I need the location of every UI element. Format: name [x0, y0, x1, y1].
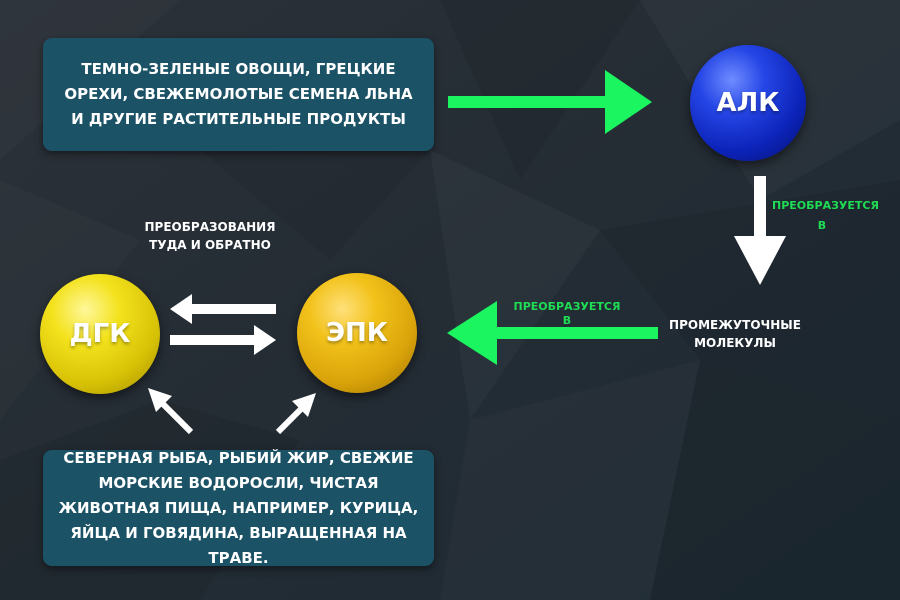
dgk-sphere: ДГК — [40, 274, 160, 394]
alk-sphere: АЛК — [690, 45, 806, 161]
converts-to-label-mid: Преобразуется в — [513, 300, 621, 327]
converts-to-label-top: Преобразуется в — [772, 199, 879, 232]
plant-sources-text: Темно-зеленые овощи, грецкие орехи, свеж… — [64, 60, 413, 128]
alk-label: АЛК — [716, 88, 780, 118]
intermediate-molecules-label: Промежуточные молекулы — [669, 318, 801, 350]
plant-sources-box: Темно-зеленые овощи, грецкие орехи, свеж… — [43, 38, 434, 151]
back-and-forth-label: Преобразования туда и обратно — [144, 220, 276, 252]
epk-sphere: ЭПК — [297, 273, 417, 393]
epk-label: ЭПК — [325, 318, 389, 348]
animal-sources-text: Северная рыба, рыбий жир, свежие морские… — [58, 448, 419, 567]
animal-sources-box: Северная рыба, рыбий жир, свежие морские… — [43, 449, 434, 567]
dgk-label: ДГК — [69, 319, 131, 349]
